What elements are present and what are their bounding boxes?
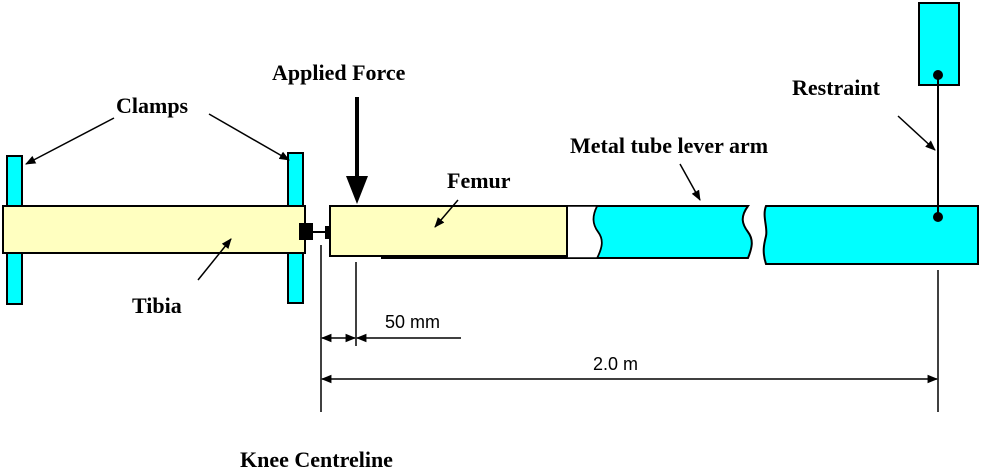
restraint-leader: [897, 115, 936, 151]
metal-tube-label: Metal tube lever arm: [570, 133, 768, 158]
clamps-leader-left: [25, 117, 115, 165]
restraint-bottom-pin: [933, 212, 943, 222]
tibia-leader: [197, 238, 232, 281]
clamps-label: Clamps: [116, 93, 189, 118]
restraint-label: Restraint: [792, 75, 881, 100]
dim-50mm-label: 50 mm: [385, 312, 440, 332]
metal-tube-segment-1: [592, 205, 753, 259]
metal-tube-segment-2: [762, 205, 979, 265]
applied-force-label: Applied Force: [272, 60, 406, 85]
femur-label: Femur: [447, 168, 511, 193]
applied-force-arrow-head: [346, 176, 368, 204]
tibia-bar: [2, 205, 306, 254]
restraint-top-pin: [933, 70, 943, 80]
knee-centreline-label: Knee Centreline: [240, 447, 393, 472]
knee-joint-left: [299, 223, 313, 240]
metal-tube-leader: [679, 163, 701, 201]
metal-tube-gap: [566, 205, 603, 259]
tibia-label: Tibia: [132, 293, 182, 318]
femur-bar: [329, 205, 568, 257]
femur-leader: [434, 199, 459, 228]
dim-2m-label: 2.0 m: [593, 354, 638, 374]
clamps-leader-right: [208, 113, 290, 161]
